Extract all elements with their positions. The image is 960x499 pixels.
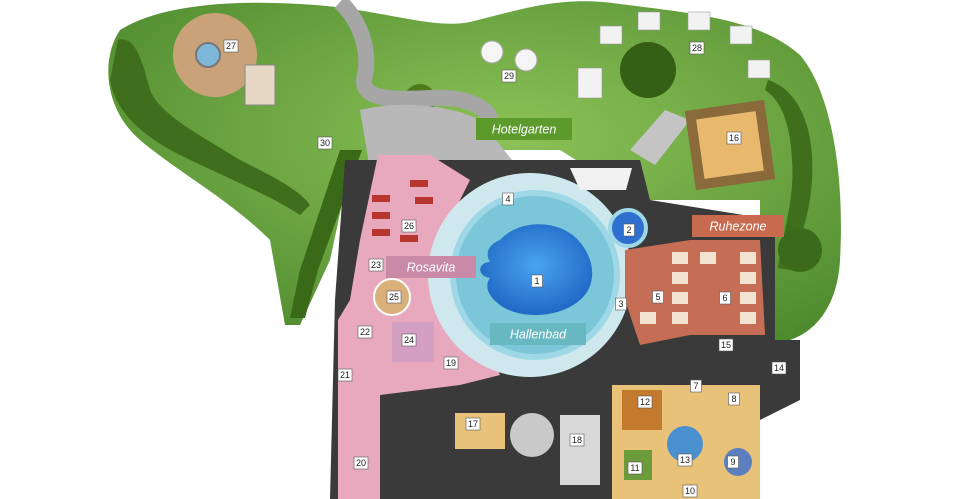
marker-label: 22 (360, 327, 370, 337)
marker-11: 11 (627, 461, 643, 475)
zone-label-rosavita: Rosavita (386, 256, 476, 278)
marker-28: 28 (689, 41, 705, 55)
marker-label: 11 (630, 463, 639, 473)
marker-16: 16 (726, 131, 742, 145)
marker-1: 1 (531, 274, 543, 288)
marker-label: 30 (320, 138, 330, 148)
marker-2: 2 (623, 223, 635, 237)
garden-path (334, 0, 498, 122)
marker-14: 14 (771, 361, 787, 375)
marker-label: 6 (722, 293, 727, 303)
room-18 (560, 415, 600, 485)
marker-label: 25 (389, 292, 399, 302)
marker-10: 10 (682, 484, 698, 498)
marker-label: 19 (446, 358, 456, 368)
marker-label: 10 (685, 486, 695, 496)
marker-24: 24 (401, 333, 417, 347)
garden-loungers (577, 11, 771, 99)
marker-27: 27 (223, 39, 239, 53)
ruhezone-loungers (640, 252, 756, 324)
marker-4: 4 (502, 192, 514, 206)
marker-label: 4 (505, 194, 510, 204)
marker-label: 26 (404, 221, 414, 231)
marker-label: 1 (534, 276, 539, 286)
marker-6: 6 (719, 291, 731, 305)
marker-26: 26 (401, 219, 417, 233)
marker-label: 23 (371, 260, 381, 270)
umbrella (514, 48, 538, 72)
ruhezone-area (625, 240, 765, 345)
marker-3: 3 (615, 297, 627, 311)
marker-22: 22 (357, 325, 373, 339)
tree (778, 228, 822, 272)
svg-text:Hallenbad: Hallenbad (510, 328, 567, 342)
rosavita-loungers (372, 180, 433, 242)
marker-label: 20 (356, 458, 366, 468)
marker-label: 27 (226, 41, 236, 51)
marker-label: 7 (693, 381, 698, 391)
hedge-left (110, 39, 310, 215)
marker-15: 15 (718, 338, 734, 352)
pavilion (244, 64, 276, 106)
marker-23: 23 (368, 258, 384, 272)
marker-label: 13 (680, 455, 690, 465)
marker-19: 19 (443, 356, 459, 370)
marker-20: 20 (353, 456, 369, 470)
fountain (195, 42, 221, 68)
pool-water (480, 224, 593, 316)
hedge-right (765, 80, 813, 270)
zone-label-hotelgarten: Hotelgarten (476, 118, 572, 140)
marker-label: 15 (721, 340, 731, 350)
rotunda (510, 413, 554, 457)
marker-label: 18 (572, 435, 582, 445)
marker-label: 16 (729, 133, 739, 143)
marker-label: 14 (774, 363, 784, 373)
svg-text:Ruhezone: Ruhezone (710, 220, 767, 234)
marker-21: 21 (337, 368, 353, 382)
svg-text:Hotelgarten: Hotelgarten (492, 123, 557, 137)
marker-30: 30 (317, 136, 333, 150)
marker-5: 5 (652, 290, 664, 304)
marker-12: 12 (637, 395, 653, 409)
marker-label: 5 (655, 292, 660, 302)
pool-entry-stairs (570, 168, 632, 190)
marker-label: 2 (626, 225, 631, 235)
marker-label: 24 (404, 335, 414, 345)
marker-label: 29 (504, 71, 514, 81)
marker-label: 8 (731, 394, 736, 404)
garden-building-floor (696, 111, 764, 179)
marker-label: 21 (340, 370, 350, 380)
marker-9: 9 (727, 455, 739, 469)
marker-29: 29 (501, 69, 517, 83)
marker-label: 28 (692, 43, 702, 53)
marker-18: 18 (569, 433, 585, 447)
zone-label-ruhezone: Ruhezone (692, 215, 784, 237)
marker-label: 12 (640, 397, 650, 407)
marker-13: 13 (677, 453, 693, 467)
marker-label: 3 (618, 299, 623, 309)
umbrella (480, 40, 504, 64)
marker-label: 17 (468, 419, 478, 429)
marker-25: 25 (386, 290, 402, 304)
steps-right (630, 110, 690, 165)
marker-17: 17 (465, 417, 481, 431)
zone-label-hallenbad: Hallenbad (490, 323, 586, 345)
marker-7: 7 (690, 379, 702, 393)
svg-text:Rosavita: Rosavita (407, 261, 456, 275)
marker-8: 8 (728, 392, 740, 406)
tree (620, 42, 676, 98)
central-plunge (667, 426, 703, 462)
marker-label: 9 (730, 457, 735, 467)
